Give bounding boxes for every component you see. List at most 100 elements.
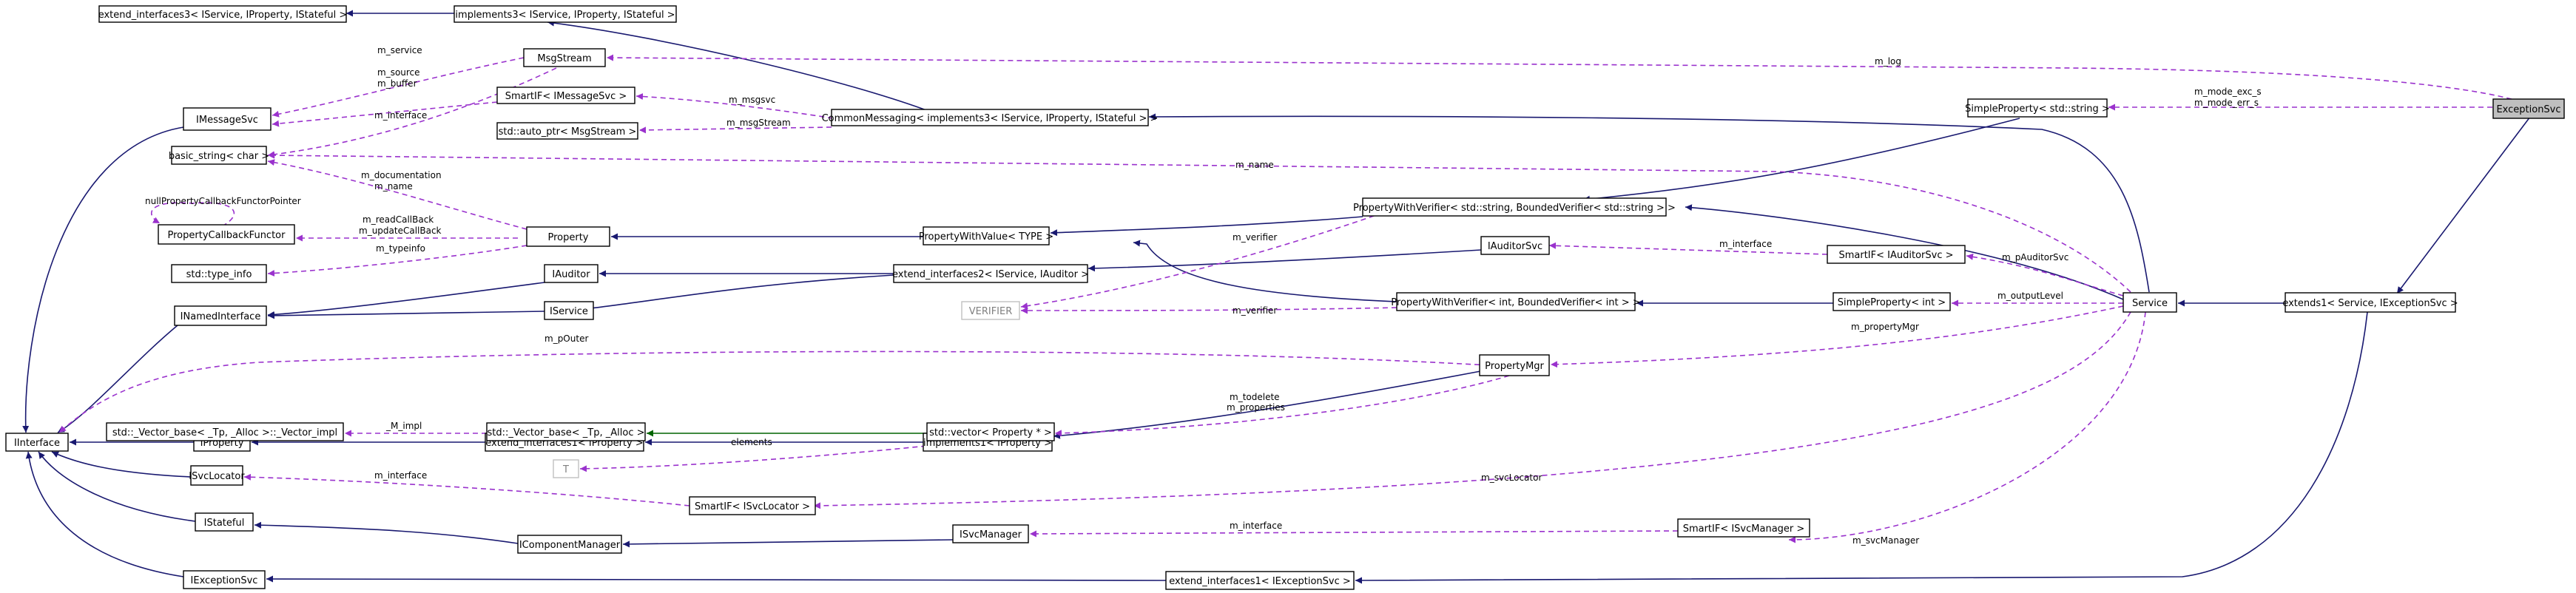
node-propertywithverifier-string[interactable]: PropertyWithVerifier< std::string, Bound… [1353,197,1676,217]
node-iservice[interactable]: IService [544,301,594,320]
svg-text:IService: IService [550,306,588,317]
node-extend2-iservice-iauditor[interactable]: extend_interfaces2< IService, IAuditor > [892,264,1089,283]
label-m-svcmanager: m_svcManager [1852,535,1919,546]
node-propertycallbackfunctor[interactable]: PropertyCallbackFunctor [158,224,295,245]
svg-text:IMessageSvc: IMessageSvc [196,115,258,126]
svg-text:PropertyWithVerifier< std::str: PropertyWithVerifier< std::string, Bound… [1353,203,1676,214]
edge-m-service [272,57,525,118]
node-iauditor[interactable]: IAuditor [544,264,599,283]
label-m-msgsvc: m_msgsvc [729,95,775,105]
edge-m-verifier1 [1020,209,1392,310]
node-isvclocator[interactable]: ISvcLocator [189,465,245,486]
node-icomponentmanager[interactable]: IComponentManager [517,535,622,554]
label-m-verifier1: m_verifier [1233,232,1277,243]
label-m-msgstream: m_msgStream [726,118,791,128]
edge-m-msgsvc [635,93,834,119]
node-propertywithverifier-int[interactable]: PropertyWithVerifier< int, BoundedVerifi… [1391,292,1641,311]
node-isvcmanager[interactable]: ISvcManager [952,524,1029,543]
node-vector-base[interactable]: std::_Vector_base< _Tp, _Alloc > [486,422,646,441]
node-smartif-isvclocator[interactable]: SmartIF< ISvcLocator > [689,496,816,515]
svg-text:T: T [562,464,569,475]
edge-m-interface-loc [243,473,690,506]
svg-text:SmartIF< IAuditorSvc >: SmartIF< IAuditorSvc > [1838,250,1953,261]
edge-imessagesvc-to-iinterface [22,126,184,433]
node-implements3-iservice-iproperty-istateful[interactable]: implements3< IService, IProperty, IState… [454,5,677,23]
label-m-pouter: m_pOuter [544,333,588,344]
node-exceptionsvc[interactable]: ExceptionSvc [2492,98,2565,119]
node-extends1-service-iexceptionsvc[interactable]: extends1< Service, IExceptionSvc > [2282,292,2458,313]
node-propertywithvalue-type[interactable]: PropertyWithValue< TYPE > [919,226,1053,245]
node-auto-ptr-msgstream[interactable]: std::auto_ptr< MsgStream > [496,122,638,140]
label-m-todelete: m_todelete [1230,392,1280,402]
edge-m-interface-aud [1548,242,1828,255]
svg-text:SmartIF< ISvcLocator >: SmartIF< ISvcLocator > [695,501,810,512]
edge-iauditor-to-inamed [267,282,545,318]
edge-verifier-string-to-propwithvalue [1050,216,1363,237]
nodes: extend_interfaces3< IService, IProperty,… [5,5,2565,590]
node-iauditorsvc[interactable]: IAuditorSvc [1480,236,1550,255]
edge-auditorsvc-to-extend2 [1088,249,1482,272]
node-service[interactable]: Service [2122,292,2177,313]
svg-text:Property: Property [547,232,588,243]
node-imessagesvc[interactable]: IMessageSvc [183,107,272,131]
node-iinterface[interactable]: IInterface [5,433,69,452]
label-null-callback: nullPropertyCallbackFunctorPointer [145,196,301,206]
label-m-outputlevel: m_outputLevel [1997,291,2063,301]
node-smartif-imessagesvc[interactable]: SmartIF< IMessageSvc > [496,87,635,104]
node-propertymgr[interactable]: PropertyMgr [1479,354,1550,376]
node-verifier[interactable]: VERIFIER [961,301,1020,320]
node-vector-base-impl[interactable]: std::_Vector_base< _Tp, _Alloc >::_Vecto… [106,422,344,441]
node-basic-string-char[interactable]: basic_string< char > [169,146,269,165]
svg-text:std::_Vector_base< _Tp, _Alloc: std::_Vector_base< _Tp, _Alloc >::_Vecto… [112,427,337,438]
edge-istateful-to-iinterface [38,451,196,522]
node-smartif-iauditorsvc[interactable]: SmartIF< IAuditorSvc > [1827,245,1966,264]
label-m-name2: m_name [374,181,413,192]
edge-inamed-to-iinterface [57,325,178,433]
node-vector-property-ptr[interactable]: std::vector< Property * > [926,422,1055,441]
node-extend1-iexceptionsvc[interactable]: extend_interfaces1< IExceptionSvc > [1165,571,1355,590]
label-m-svclocator: m_svcLocator [1481,472,1542,483]
svg-text:VERIFIER: VERIFIER [969,306,1013,317]
edge-m-interface-mgr [1029,530,1679,538]
label-m-mode-exc-s: m_mode_exc_s [2194,87,2262,97]
edge-m-documentation-name [267,159,527,230]
edge-isvcmanager-to-icomponentmgr [622,539,954,548]
svg-text:INamedInterface: INamedInterface [181,311,261,322]
edge-isvclocator-to-iinterface [51,451,192,478]
edge-m-svcmanager [1788,311,2146,543]
edge-commonmessaging-to-implements3 [547,19,933,113]
node-iexceptionsvc[interactable]: IExceptionSvc [183,570,266,589]
svg-text:PropertyWithVerifier< int, Bou: PropertyWithVerifier< int, BoundedVerifi… [1391,297,1640,308]
edge-iservice-to-inamed [267,311,545,319]
label-m-interface-aud: m_interface [1719,239,1772,249]
svg-text:std::vector< Property * >: std::vector< Property * > [929,427,1052,438]
label-m-interface-loc: m_interface [374,470,427,481]
label-m-typeinfo: m_typeinfo [376,243,425,254]
node-simpleproperty-int[interactable]: SimpleProperty< int > [1832,292,1951,311]
node-simpleproperty-string[interactable]: SimpleProperty< std::string > [1965,98,2110,118]
label-m-updatecallback: m_updateCallBack [359,226,442,236]
label-m-documentation: m_documentation [361,170,442,180]
edge-m-propertymgr [1550,305,2124,368]
edge-extend1-iexc-to-iexceptionsvc [266,575,1167,583]
node-smartif-isvcmanager[interactable]: SmartIF< ISvcManager > [1677,518,1810,538]
label-m-service: m_service [377,45,422,55]
node-std-type-info[interactable]: std::type_info [171,264,267,283]
svg-text:PropertyCallbackFunctor: PropertyCallbackFunctor [168,230,286,241]
edge-labels: m_log m_service m_source m_buffer m_msgs… [145,45,2262,546]
node-commonmessaging[interactable]: CommonMessaging< implements3< IService, … [822,109,1159,126]
node-extend3-iservice-iproperty-istateful[interactable]: extend_interfaces3< IService, IProperty,… [98,5,348,23]
node-property[interactable]: Property [526,226,610,247]
node-istateful[interactable]: IStateful [195,512,254,532]
node-msgstream[interactable]: MsgStream [523,48,606,67]
node-inamedinterface[interactable]: INamedInterface [174,305,267,326]
label-m-name: m_name [1235,160,1274,170]
label-m-propertymgr: m_propertyMgr [1851,322,1919,332]
label-m-properties: m_properties [1227,402,1285,413]
edge-icomponentmgr-to-istateful [254,521,519,544]
svg-text:CommonMessaging< implements3<: CommonMessaging< implements3< IService, … [822,113,1159,124]
svg-text:SmartIF< ISvcManager >: SmartIF< ISvcManager > [1683,523,1805,535]
node-t[interactable]: T [553,459,579,478]
svg-text:extend_interfaces3< IService,: extend_interfaces3< IService, IProperty,… [98,10,348,21]
svg-text:ExceptionSvc: ExceptionSvc [2496,104,2560,115]
